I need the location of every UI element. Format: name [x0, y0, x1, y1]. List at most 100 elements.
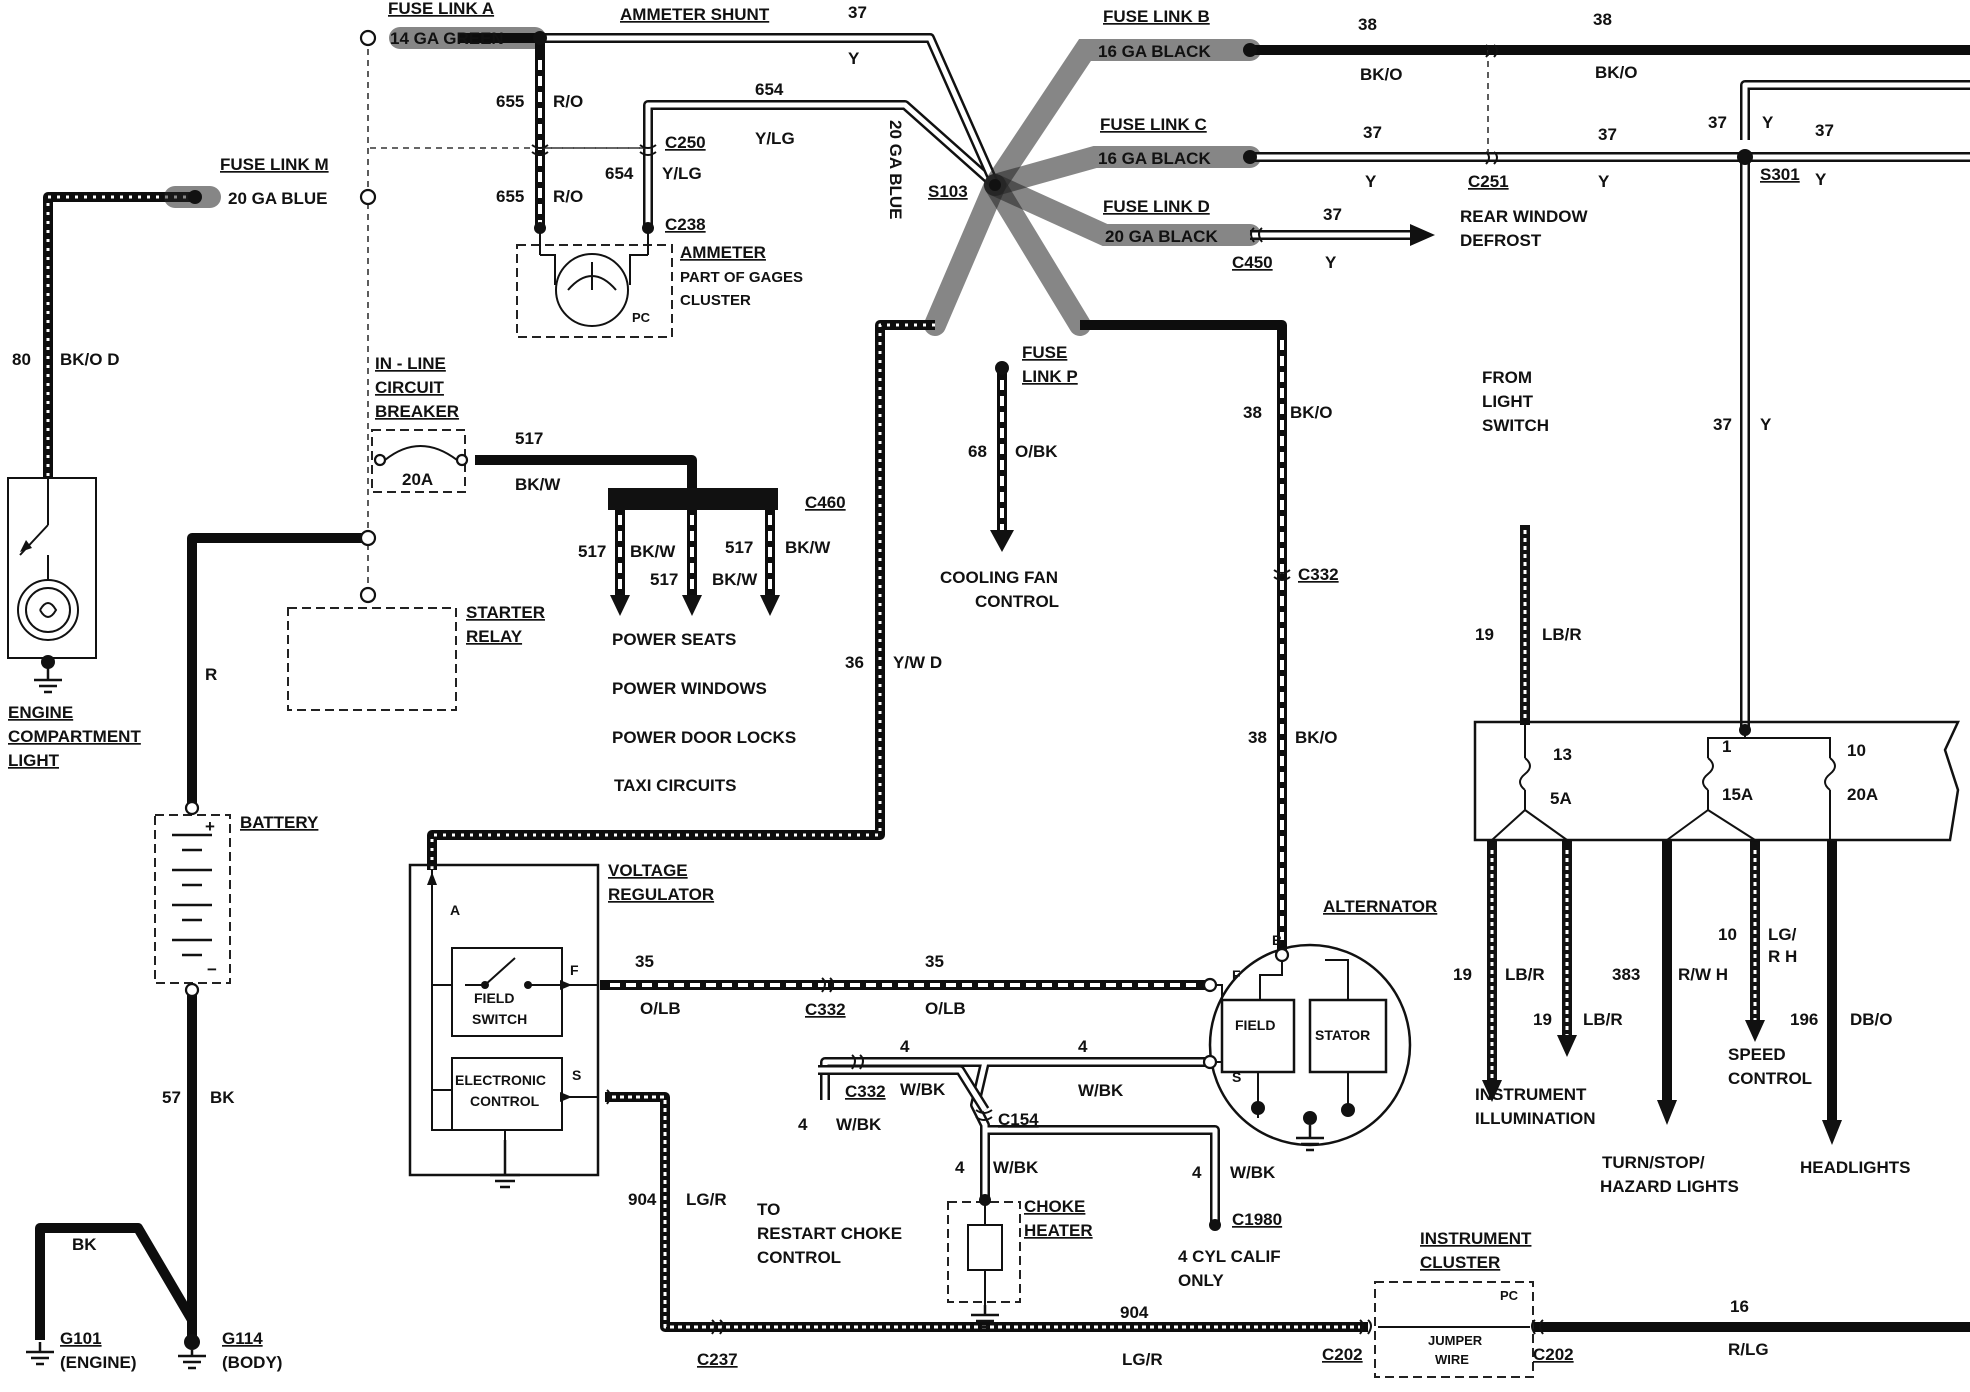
label-g114-sub: (BODY)	[222, 1353, 282, 1372]
label-turn-stop-1: TURN/STOP/	[1602, 1153, 1705, 1172]
label-fuse-link-d: FUSE LINK D	[1103, 197, 1210, 216]
wire-37-c-num: 37	[1363, 123, 1382, 142]
label-minus: −	[207, 960, 217, 979]
wire-16-color: R/LG	[1728, 1340, 1769, 1359]
wire-19-c-num: 19	[1533, 1010, 1552, 1029]
label-inline-cb-3: BREAKER	[375, 402, 459, 421]
label-instrument-cluster-2: CLUSTER	[1420, 1253, 1500, 1272]
wire-38-b-color: BK/O	[1595, 63, 1638, 82]
label-alt-term-f: F	[1232, 967, 1241, 983]
wire-654-a-num: 654	[755, 80, 784, 99]
label-fuse-15a: 15A	[1722, 785, 1753, 804]
wire-655-a-num: 655	[496, 92, 524, 111]
label-fuse-link-p-2: LINK P	[1022, 367, 1078, 386]
label-fuse-link-a: FUSE LINK A	[388, 0, 494, 18]
label-fuse-5a: 5A	[1550, 789, 1572, 808]
wire-10-num: 10	[1718, 925, 1737, 944]
wire-654-b-num: 654	[605, 164, 634, 183]
wire-38-a-color: BK/O	[1360, 65, 1403, 84]
inline-circuit-breaker	[371, 429, 466, 493]
battery	[154, 814, 231, 984]
wire-517	[475, 455, 697, 490]
label-starter-relay-1: STARTER	[466, 603, 545, 622]
label-turn-stop-2: HAZARD LIGHTS	[1600, 1177, 1739, 1196]
wire-654-a-color: Y/LG	[755, 129, 795, 148]
label-fuse-13: 13	[1553, 745, 1572, 764]
label-fuse-link-d-ga: 20 GA BLACK	[1105, 227, 1218, 246]
wire-10-color-1: LG/	[1768, 925, 1797, 944]
wire-19-a-color: LB/R	[1542, 625, 1582, 644]
wire-655-b-num: 655	[496, 187, 524, 206]
label-fuse-link-c: FUSE LINK C	[1100, 115, 1207, 134]
nodes	[26, 29, 1753, 1370]
label-voltage-reg-2: REGULATOR	[608, 885, 714, 904]
label-calif-2: ONLY	[1178, 1271, 1224, 1290]
label-c251: C251	[1468, 172, 1509, 191]
wire-4-d-num: 4	[955, 1158, 965, 1177]
label-from-light-switch-1: FROM	[1482, 368, 1532, 387]
label-instrument-illum-1: INSTRUMENT	[1475, 1085, 1587, 1104]
wire-37-shunt	[540, 33, 1000, 188]
label-fuse-link-m-ga: 20 GA BLUE	[228, 189, 328, 208]
label-c1980: C1980	[1232, 1210, 1282, 1229]
field-switch	[451, 947, 563, 1037]
label-restart-choke-2: RESTART CHOKE	[757, 1224, 902, 1243]
label-pc2: PC	[1500, 1288, 1519, 1303]
wire-37-g-num: 37	[1323, 205, 1342, 224]
label-c250: C250	[665, 133, 706, 152]
wire-4-c-num: 4	[798, 1115, 808, 1134]
label-fuse-10: 10	[1847, 741, 1866, 760]
label-cb-20a: 20A	[402, 470, 433, 489]
wire-37-num: 37	[848, 3, 867, 22]
label-choke-heater-2: HEATER	[1024, 1221, 1093, 1240]
label-rear-defrost-2: DEFROST	[1460, 231, 1542, 250]
label-c450: C450	[1232, 253, 1273, 272]
wire-35-b-num: 35	[925, 952, 944, 971]
wire-904-b-color: LG/R	[1122, 1350, 1163, 1369]
wire-37-color: Y	[848, 49, 860, 68]
components	[7, 147, 1960, 1378]
wire-4-d-color: W/BK	[993, 1158, 1039, 1177]
label-engine-light-1: ENGINE	[8, 703, 73, 722]
label-alt-field: FIELD	[1235, 1017, 1275, 1033]
wire-35-a-color: O/LB	[640, 999, 681, 1018]
wire-37-e-color: Y	[1762, 113, 1774, 132]
label-s301: S301	[1760, 165, 1800, 184]
wire-37-f-num: 37	[1815, 121, 1834, 140]
wire-37-d-num: 37	[1598, 125, 1617, 144]
label-from-light-switch-2: LIGHT	[1482, 392, 1534, 411]
label-electronic-control-1: ELECTRONIC	[455, 1072, 546, 1088]
wire-10-color-2: R H	[1768, 947, 1797, 966]
fuse-panel	[1473, 720, 1960, 842]
wire-19-c-color: LB/R	[1583, 1010, 1623, 1029]
wire-4-a-num: 4	[900, 1037, 910, 1056]
wire-r-color: R	[205, 665, 217, 684]
ammeter	[516, 244, 673, 338]
wire-36-color: Y/W D	[893, 653, 942, 672]
wire-80-color: BK/O D	[60, 350, 120, 369]
label-c332-c: C332	[845, 1082, 886, 1101]
wire-19-b-num: 19	[1453, 965, 1472, 984]
label-c332-a: C332	[1298, 565, 1339, 584]
label-engine-light-3: LIGHT	[8, 751, 60, 770]
label-inline-cb-1: IN - LINE	[375, 354, 446, 373]
wire-517-b-num: 517	[650, 570, 678, 589]
label-power-door-locks: POWER DOOR LOCKS	[612, 728, 796, 747]
wire-38-b-num: 38	[1593, 10, 1612, 29]
label-fuse-20a: 20A	[1847, 785, 1878, 804]
label-restart-choke-1: TO	[757, 1200, 780, 1219]
label-alt-term-s: S	[1232, 1069, 1241, 1085]
alternator-field	[1220, 998, 1296, 1074]
labels: FUSE LINK A 14 GA GREEN AMMETER SHUNT 37…	[8, 0, 1911, 1372]
label-20-ga-blue: 20 GA BLUE	[886, 120, 905, 220]
wire-37-d-color: Y	[1598, 172, 1610, 191]
label-fuse-link-p-1: FUSE	[1022, 343, 1067, 362]
label-from-light-switch-3: SWITCH	[1482, 416, 1549, 435]
wire-4-e-color: W/BK	[1230, 1163, 1276, 1182]
wire-4-e-num: 4	[1192, 1163, 1202, 1182]
wire-517-b-color: BK/W	[712, 570, 758, 589]
wire-655-b-color: R/O	[553, 187, 583, 206]
label-field-switch-1: FIELD	[474, 990, 514, 1006]
wire-68-num: 68	[968, 442, 987, 461]
